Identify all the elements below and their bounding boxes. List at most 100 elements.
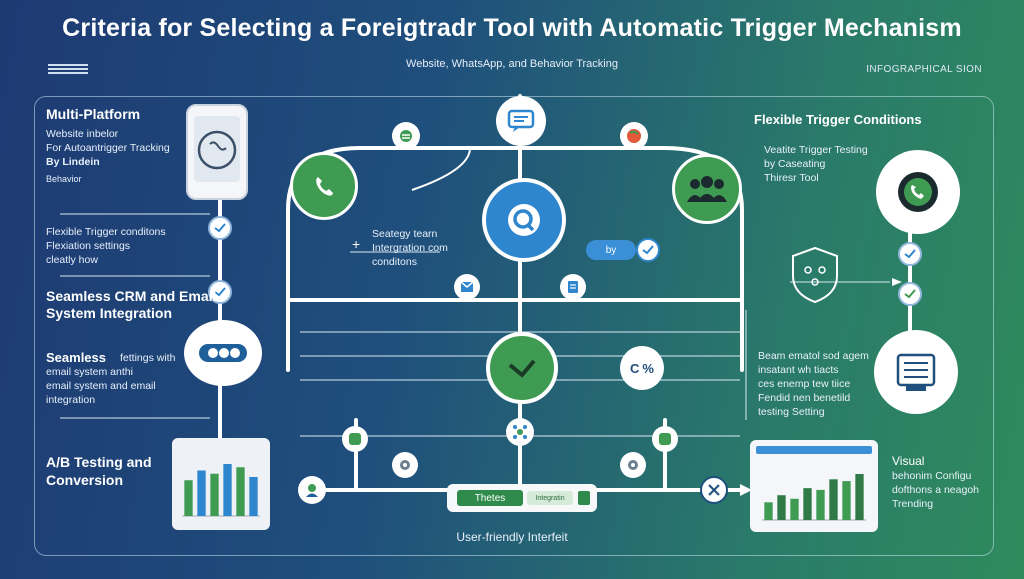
page-title: Criteria for Selecting a Foreigtradr Too… [62, 14, 962, 42]
server-node [874, 330, 958, 414]
visual-title: Visual [892, 454, 925, 468]
tag-icon [627, 129, 641, 143]
user-node [298, 476, 326, 504]
visual-line-2: dofthons a neagoh [892, 484, 979, 496]
seamless-line-1: email system anthi [46, 366, 133, 378]
chart-bar [803, 488, 812, 520]
ab-testing-title-1: A/B Testing and [46, 454, 152, 470]
right-mid-line-3: ces enemp tew tiice [758, 378, 851, 390]
percent-sign: % [642, 360, 654, 376]
chart-bar [210, 473, 219, 516]
check-icon-right-1 [898, 242, 922, 266]
chart-bar [184, 480, 193, 516]
toggle-pill[interactable]: by [586, 240, 636, 260]
seamless-title-2: fettings with [120, 352, 176, 364]
flex-conditions-line-3: Thiresr Tool [764, 172, 819, 184]
seamless-line-3: integration [46, 394, 96, 406]
chart-bar [249, 477, 258, 516]
network-icon [513, 425, 527, 439]
brand-label: INFOGRAPHICAL SION [866, 64, 982, 75]
close-icon [708, 484, 720, 496]
trigger-bar[interactable]: Thetes Integratin [447, 484, 597, 512]
user-icon [306, 484, 318, 497]
mail-icon [460, 281, 474, 292]
seamless-title: Seamless [46, 350, 106, 365]
chart-bar [842, 481, 851, 520]
approve-node [486, 332, 558, 404]
right-mid-line-2: insatant wh tiacts [758, 364, 839, 376]
multi-platform-title: Multi-Platform [46, 106, 141, 122]
email-chain-icon [199, 344, 247, 362]
crm-title-1: Seamless CRM and Email [46, 288, 217, 304]
magnify-icon [508, 204, 540, 236]
multi-platform-line-1: Website inbelor [46, 128, 119, 140]
multi-platform-line-3: By Lindein [46, 156, 100, 168]
right-mid-line-5: testing Setting [758, 406, 825, 418]
percent-c: C [630, 360, 640, 376]
chart-bar [236, 467, 245, 516]
flex-trigger-line-2: Flexiation settings [46, 240, 131, 252]
crm-title-2: System Integration [46, 305, 173, 321]
refresh-icon [400, 130, 412, 142]
phone-chat-icon [194, 116, 240, 182]
chart-bar [777, 495, 786, 520]
footer-label: User-friendly Interfeit [456, 530, 568, 544]
integration-bubble [184, 320, 262, 386]
flex-conditions-title: Flexible Trigger Conditions [754, 112, 922, 127]
ab-testing-title-2: Conversion [46, 472, 124, 488]
chart-card-header [756, 446, 872, 454]
small-node-left [392, 122, 420, 150]
gear-icon [400, 460, 410, 470]
gear-node-left [392, 452, 418, 478]
chart-bar [790, 498, 799, 520]
page-subtitle: Website, WhatsApp, and Behavior Tracking [406, 58, 618, 70]
whatsapp-right-node [876, 150, 960, 234]
strategy-line-3: conditons [372, 256, 417, 268]
chart-bar [816, 489, 825, 520]
check-big-icon [508, 359, 536, 378]
core-search-node [482, 178, 566, 262]
chart-bar [197, 470, 206, 516]
multi-platform-line-4: Behavior [46, 174, 82, 184]
check-icon-center [636, 238, 660, 262]
document-icon [568, 281, 578, 293]
shield-icon [792, 246, 838, 304]
toggle-pill-label: by [605, 244, 617, 256]
users-icon [687, 176, 727, 202]
whatsapp-icon [898, 172, 938, 212]
ab-bar-chart [182, 464, 260, 517]
mail-node [454, 274, 480, 300]
doc-node [560, 274, 586, 300]
trigger-button[interactable]: Thetes [457, 490, 523, 506]
server-icon [896, 353, 936, 391]
leaf-icon [349, 433, 361, 445]
visual-line-1: behonim Configu [892, 470, 972, 482]
chat-bubble-node [496, 96, 546, 146]
chart-bar [223, 464, 232, 516]
check-icon-left-2 [208, 280, 232, 304]
close-node[interactable] [700, 476, 728, 504]
percent-node: C% [620, 346, 664, 390]
small-node-right [620, 122, 648, 150]
hub-node [506, 418, 534, 446]
ab-chart-card [172, 438, 270, 530]
whatsapp-node [290, 152, 358, 220]
seamless-line-2: email system and email [46, 380, 156, 392]
visual-line-3: Trending [892, 498, 934, 510]
menu-icon[interactable] [48, 64, 88, 74]
trigger-tag: Integratin [527, 491, 573, 505]
leaf-node-left [342, 426, 368, 452]
shield-badge [790, 246, 840, 304]
check-icon-right-2 [898, 282, 922, 306]
leaf-icon [659, 433, 671, 445]
plus-icon: + [352, 236, 361, 252]
gear-node-right [620, 452, 646, 478]
flex-conditions-line-1: Veatite Trigger Testing [764, 144, 868, 156]
phone-icon [316, 177, 333, 196]
audience-node [672, 154, 742, 224]
gear-icon [628, 460, 638, 470]
phone-device [186, 104, 248, 200]
multi-platform-line-2: For Autoantrigger Tracking [46, 142, 170, 154]
flex-trigger-line-1: Flexible Trigger conditons [46, 226, 166, 238]
